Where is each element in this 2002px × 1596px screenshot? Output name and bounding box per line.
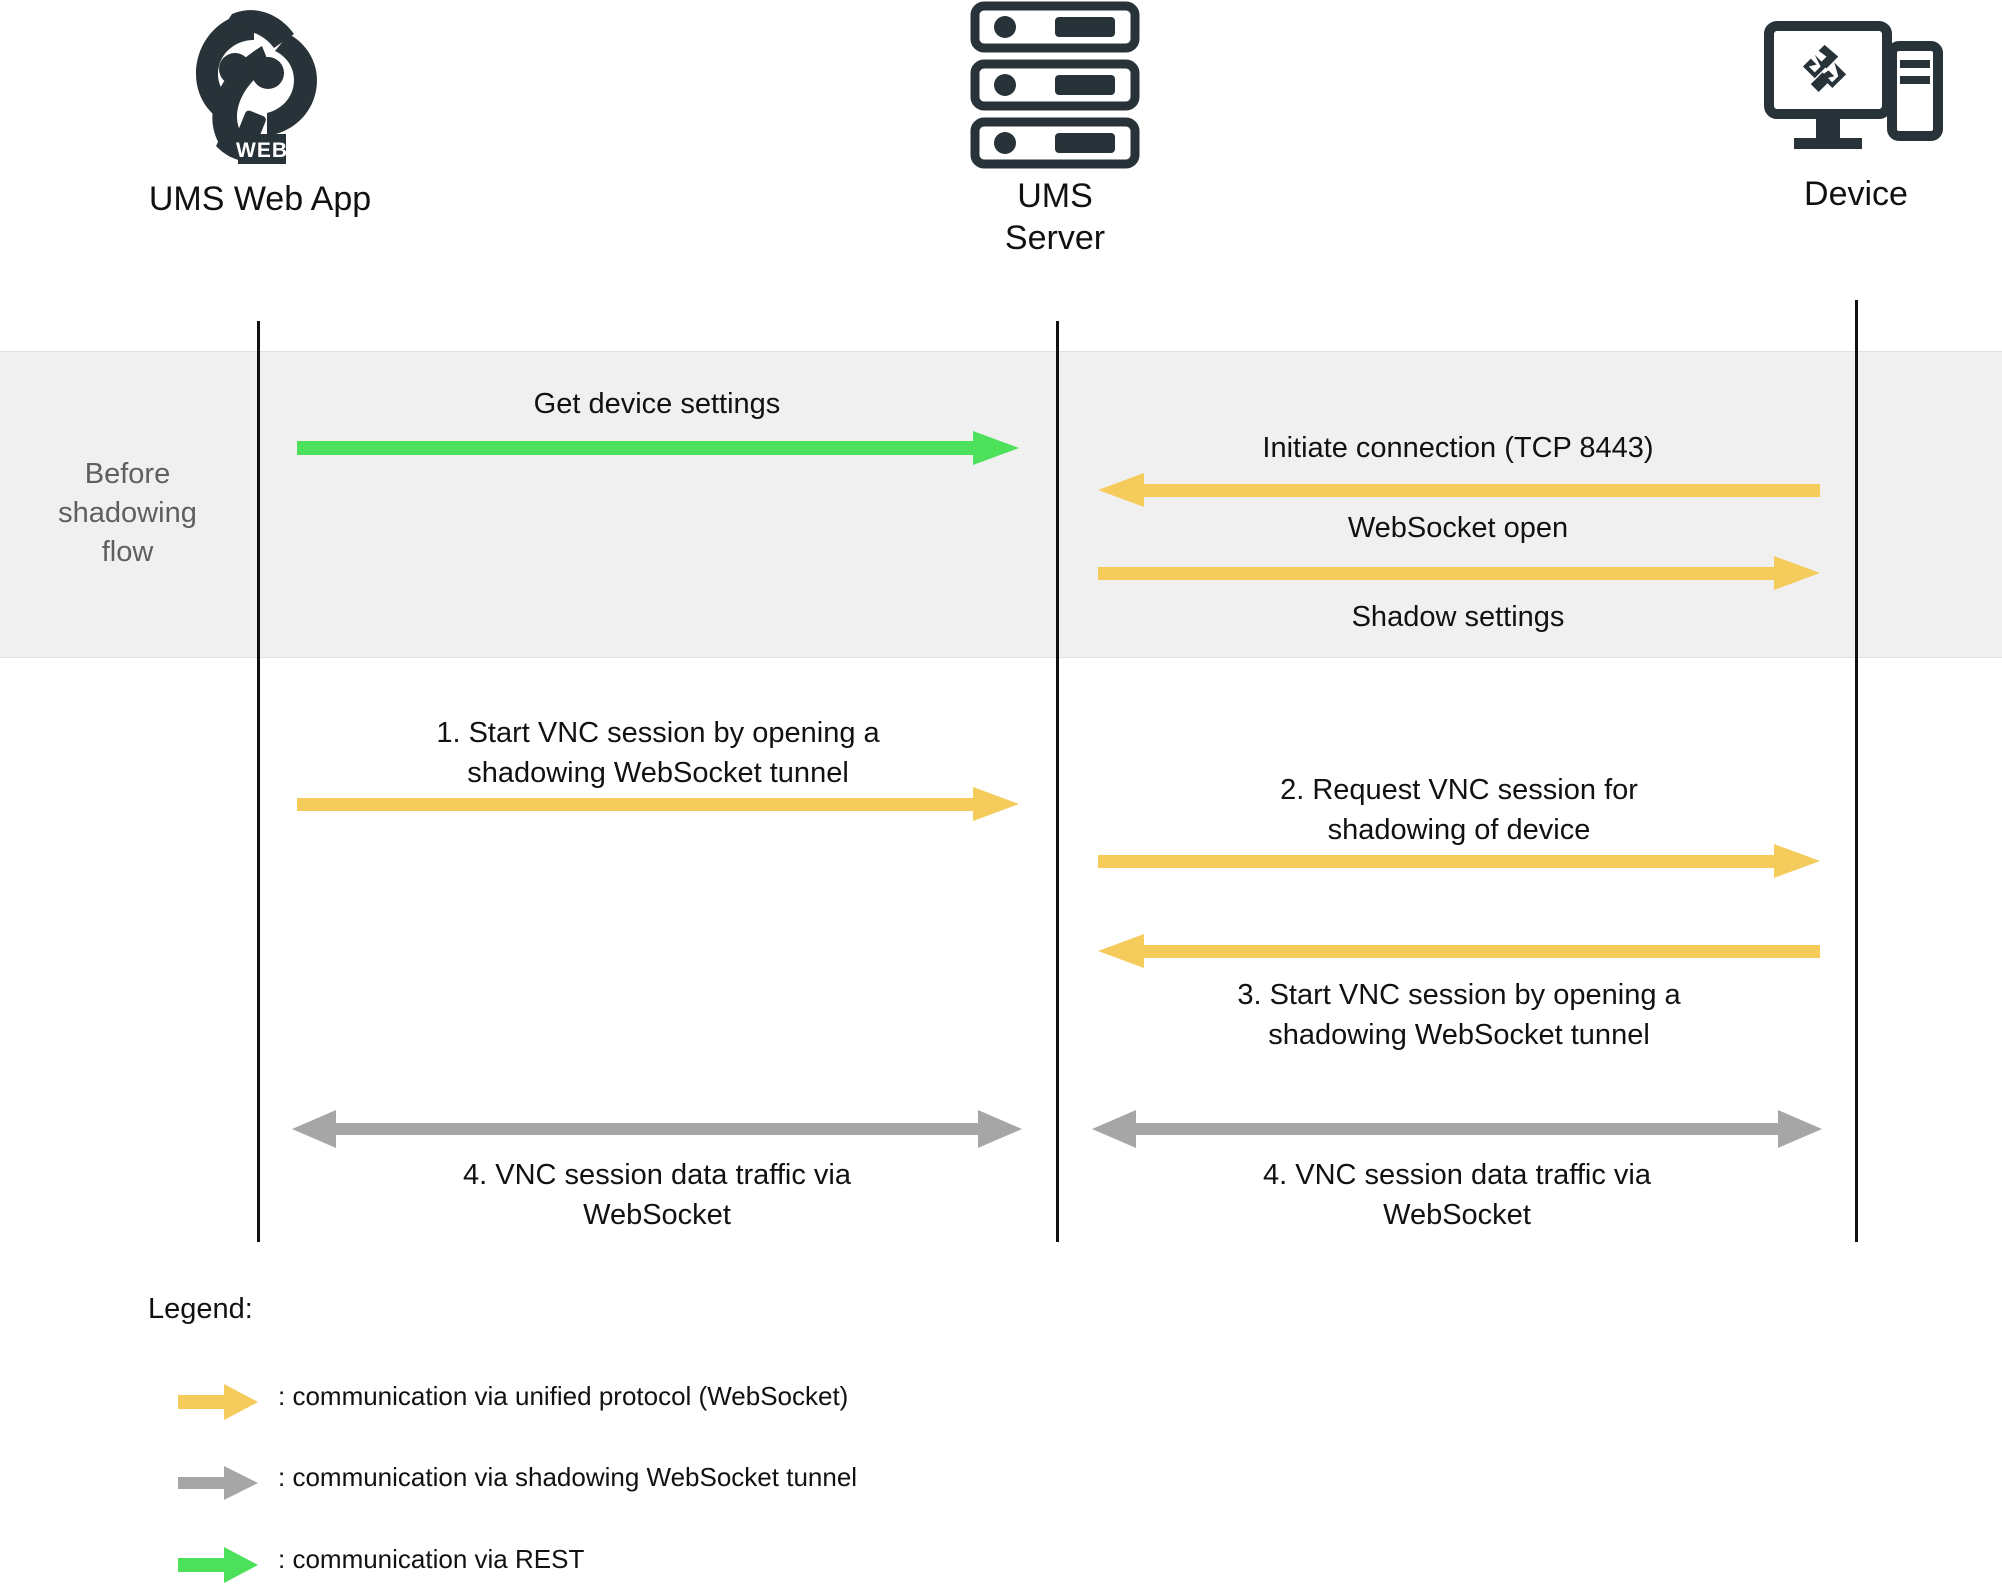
message-arrow-step-2-request-vnc-session	[1098, 844, 1820, 878]
legend-rest-arrow-icon	[178, 1545, 258, 1590]
svg-text:WEB: WEB	[236, 139, 288, 162]
server-rack-icon	[905, 0, 1205, 175]
message-arrow-step-4-vnc-traffic-right	[1092, 1110, 1822, 1148]
legend-shadowing-arrow-icon	[178, 1463, 258, 1508]
legend-rest-text: : communication via REST	[278, 1544, 585, 1574]
desktop-computer-icon	[1706, 18, 2002, 173]
lifeline-device	[1855, 300, 1858, 1242]
message-label-get-device-settings: Get device settings	[533, 388, 781, 420]
actor-device-label: Device	[1804, 175, 1908, 213]
message-arrow-get-device-settings	[297, 431, 1019, 465]
actor-ums-server-label: UMS Server	[1004, 177, 1106, 257]
message-label-websocket-open: WebSocket open	[1347, 512, 1569, 544]
actor-ums-server: UMS Server	[905, 0, 1205, 259]
legend-shadowing-text: : communication via shadowing WebSocket …	[278, 1462, 858, 1492]
message-label-step-2-request-vnc-session: 2. Request VNC session for shadowing of …	[1280, 774, 1638, 846]
legend-websocket-arrow-icon	[178, 1382, 258, 1427]
before-shadowing-band-label: Before shadowing flow	[58, 458, 197, 568]
message-label-step-3-start-vnc-session: 3. Start VNC session by opening a shadow…	[1237, 979, 1681, 1051]
ums-web-logo-icon: WEB	[110, 8, 410, 178]
before-shadowing-band	[0, 351, 2002, 658]
message-label-step-4-vnc-traffic-right: 4. VNC session data traffic via WebSocke…	[1263, 1159, 1651, 1231]
message-label-initiate-connection: Initiate connection (TCP 8443)	[1262, 432, 1654, 464]
actor-ums-web-app-label: UMS Web App	[148, 180, 372, 218]
message-label-step-4-vnc-traffic-left: 4. VNC session data traffic via WebSocke…	[463, 1159, 851, 1231]
message-label-shadow-settings: Shadow settings	[1351, 601, 1565, 633]
actor-ums-web-app: WEB UMS Web App	[110, 8, 410, 220]
message-label-step-1-start-vnc-session: 1. Start VNC session by opening a shadow…	[436, 717, 880, 789]
message-arrow-step-1-start-vnc-session	[297, 787, 1019, 821]
lifeline-ums-web-app	[257, 321, 260, 1242]
actor-device: Device	[1706, 18, 2002, 215]
message-arrow-step-4-vnc-traffic-left	[292, 1110, 1022, 1148]
message-arrow-websocket-open	[1098, 556, 1820, 590]
message-arrow-initiate-connection	[1098, 473, 1820, 507]
lifeline-ums-server	[1056, 321, 1059, 1242]
message-arrow-step-3-start-vnc-session	[1098, 934, 1820, 968]
legend-websocket-text: : communication via unified protocol (We…	[278, 1381, 849, 1411]
legend-title: Legend:	[148, 1293, 253, 1325]
